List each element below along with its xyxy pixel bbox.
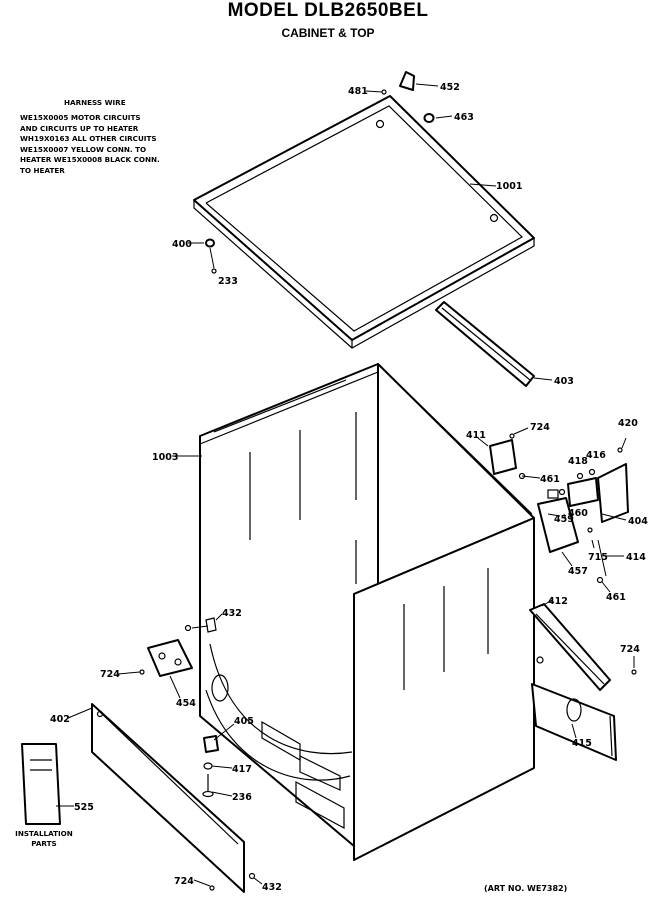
switch-assembly-418 bbox=[567, 468, 599, 507]
harness-note-title: HARNESS WIRE bbox=[64, 98, 126, 107]
callout-715: 715 bbox=[588, 552, 608, 563]
callout-463: 463 bbox=[454, 112, 474, 123]
callout-461-a: 461 bbox=[540, 474, 560, 485]
bracket-404 bbox=[597, 447, 629, 523]
installation-parts-label: INSTALLATION PARTS bbox=[15, 829, 73, 848]
callout-420: 420 bbox=[618, 418, 638, 429]
back-panel-415 bbox=[531, 683, 617, 761]
callout-724-a: 724 bbox=[530, 422, 550, 433]
callout-236: 236 bbox=[232, 792, 252, 803]
callout-454: 454 bbox=[176, 698, 196, 709]
callout-461-b: 461 bbox=[606, 592, 626, 603]
callout-460: 460 bbox=[568, 508, 588, 519]
callout-418: 418 bbox=[568, 456, 588, 467]
callout-402: 402 bbox=[50, 714, 70, 725]
callout-403: 403 bbox=[554, 376, 574, 387]
hinge-clip-452 bbox=[399, 71, 415, 91]
callout-404: 404 bbox=[628, 516, 648, 527]
rail-412 bbox=[529, 603, 637, 691]
callout-233: 233 bbox=[218, 276, 238, 287]
callout-415: 415 bbox=[572, 738, 592, 749]
installation-parts-525 bbox=[21, 743, 61, 825]
washer-417 bbox=[203, 762, 213, 770]
callout-411: 411 bbox=[466, 430, 486, 441]
callout-432-a: 432 bbox=[222, 608, 242, 619]
callout-481: 481 bbox=[348, 86, 368, 97]
grommet-432 bbox=[184, 617, 217, 633]
art-number: (ART NO. WE7382) bbox=[484, 884, 568, 893]
callout-452: 452 bbox=[440, 82, 460, 93]
bumper-400 bbox=[205, 238, 217, 274]
callout-400: 400 bbox=[172, 239, 192, 250]
leader-lines bbox=[56, 83, 635, 887]
brace-strip bbox=[435, 301, 535, 387]
wire-clip-411 bbox=[489, 433, 517, 475]
callout-414: 414 bbox=[626, 552, 646, 563]
callout-405: 405 bbox=[234, 716, 254, 727]
block-457 bbox=[537, 488, 593, 553]
model-title: MODEL DLB2650BEL bbox=[227, 0, 429, 21]
top-panel bbox=[193, 95, 535, 349]
toe-kick-402 bbox=[91, 703, 245, 893]
screws-bottom bbox=[209, 872, 256, 891]
bumper-463 bbox=[423, 113, 435, 123]
callout-724-d: 724 bbox=[174, 876, 194, 887]
callout-416: 416 bbox=[586, 450, 606, 461]
callout-724-b: 724 bbox=[100, 669, 120, 680]
callout-412: 412 bbox=[548, 596, 568, 607]
leveling-leg-236 bbox=[202, 774, 214, 798]
section-title: CABINET & TOP bbox=[281, 26, 375, 40]
callout-724-c: 724 bbox=[620, 644, 640, 655]
callout-525: 525 bbox=[74, 802, 94, 813]
screw-481 bbox=[381, 89, 387, 95]
callout-417: 417 bbox=[232, 764, 252, 775]
callout-457: 457 bbox=[568, 566, 588, 577]
cabinet bbox=[199, 363, 535, 861]
callout-labels: 481 452 463 1001 400 233 403 1003 411 72… bbox=[50, 82, 648, 893]
hinge-454 bbox=[139, 639, 193, 677]
callout-1001: 1001 bbox=[496, 181, 522, 192]
callout-459: 459 bbox=[554, 514, 574, 525]
wire-714 bbox=[597, 539, 607, 577]
callout-432-b: 432 bbox=[262, 882, 282, 893]
callout-1003: 1003 bbox=[152, 452, 178, 463]
harness-note-body: WE15X0005 MOTOR CIRCUITS AND CIRCUITS UP… bbox=[20, 113, 160, 175]
